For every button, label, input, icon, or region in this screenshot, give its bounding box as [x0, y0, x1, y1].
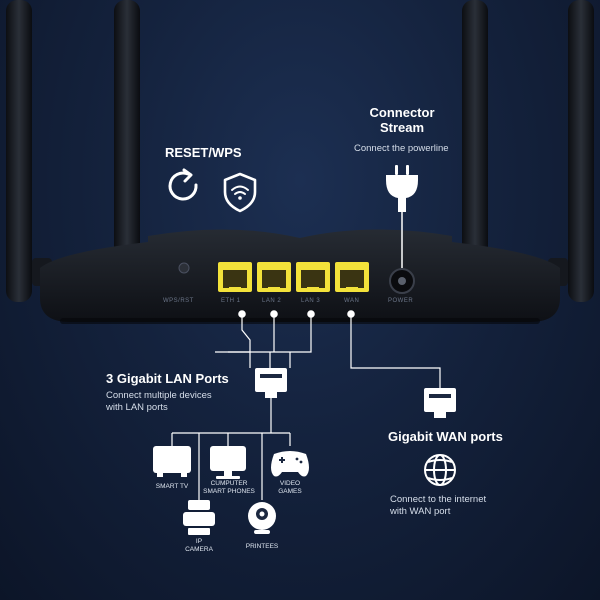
computer-label-line2: SMART PHONES	[203, 488, 255, 495]
power-plug-icon	[386, 165, 418, 212]
lan-title: 3 Gigabit LAN Ports	[106, 371, 229, 386]
tv-icon	[153, 446, 191, 477]
reset-port-label: WPS/RST	[163, 298, 194, 304]
lan-port-1[interactable]	[218, 262, 252, 292]
wan-desc: Connect to the internet with WAN port	[390, 494, 486, 518]
wan-connection-line	[347, 310, 441, 388]
power-port-label: POWER	[388, 298, 414, 304]
wan-title: Gigabit WAN ports	[388, 429, 503, 444]
computer-label-line1: CUMPUTER	[210, 480, 248, 487]
reset-button[interactable]	[178, 262, 190, 274]
device-tree-lines	[171, 398, 291, 500]
ip-camera-icon	[183, 500, 215, 535]
ethernet-plug-icon-lan	[255, 368, 287, 398]
printer-label: PRINTEES	[245, 543, 279, 550]
lan-port-2[interactable]	[257, 262, 291, 292]
lan2-port-label: LAN 2	[262, 298, 282, 304]
connector-title-line1: Connector	[369, 105, 435, 120]
smart-tv-label: SMART TV	[155, 483, 189, 490]
video-games-label-line2: GAMES	[278, 488, 302, 495]
antenna-right-inner	[462, 0, 488, 292]
lan-desc-line1: Connect multiple devices	[106, 390, 212, 401]
ip-camera-label-line2: CAMERA	[185, 546, 213, 553]
lan-port-3[interactable]	[296, 262, 330, 292]
wan-port[interactable]	[335, 262, 369, 292]
gamepad-icon	[271, 451, 309, 477]
lan-connection-lines	[215, 310, 315, 368]
connector-desc: Connect the powerline	[354, 143, 449, 154]
video-games-label: VIDEO GAMES	[270, 480, 310, 496]
wifi-shield-icon	[223, 172, 257, 213]
ip-camera-label-line1: IP	[195, 538, 203, 545]
refresh-icon	[168, 168, 198, 201]
ethernet-plug-icon-wan	[424, 388, 456, 418]
computer-label: CUMPUTER SMART PHONES	[198, 480, 260, 496]
antenna-right-outer	[568, 0, 594, 302]
ip-camera-label: IP CAMERA	[176, 538, 222, 554]
lan-desc-line2: with LAN ports	[106, 402, 168, 413]
globe-icon	[424, 454, 456, 486]
power-jack[interactable]	[389, 268, 415, 294]
webcam-icon	[248, 502, 276, 534]
wan-desc-line1: Connect to the internet	[390, 494, 487, 505]
lan3-port-label: LAN 3	[301, 298, 321, 304]
connector-title-line2: Stream	[379, 120, 425, 135]
lan-desc: Connect multiple devices with LAN ports	[106, 390, 212, 414]
video-games-label-line1: VIDEO	[279, 480, 301, 487]
lan1-port-label: ETH 1	[221, 298, 241, 304]
wan-port-label: WAN	[344, 298, 360, 304]
connector-title: Connector Stream	[360, 105, 444, 135]
antenna-left-inner	[114, 0, 140, 292]
antenna-left-outer	[6, 0, 32, 302]
monitor-icon	[210, 446, 246, 479]
reset-wps-title: RESET/WPS	[165, 145, 242, 160]
wan-desc-line2: with WAN port	[390, 506, 451, 517]
